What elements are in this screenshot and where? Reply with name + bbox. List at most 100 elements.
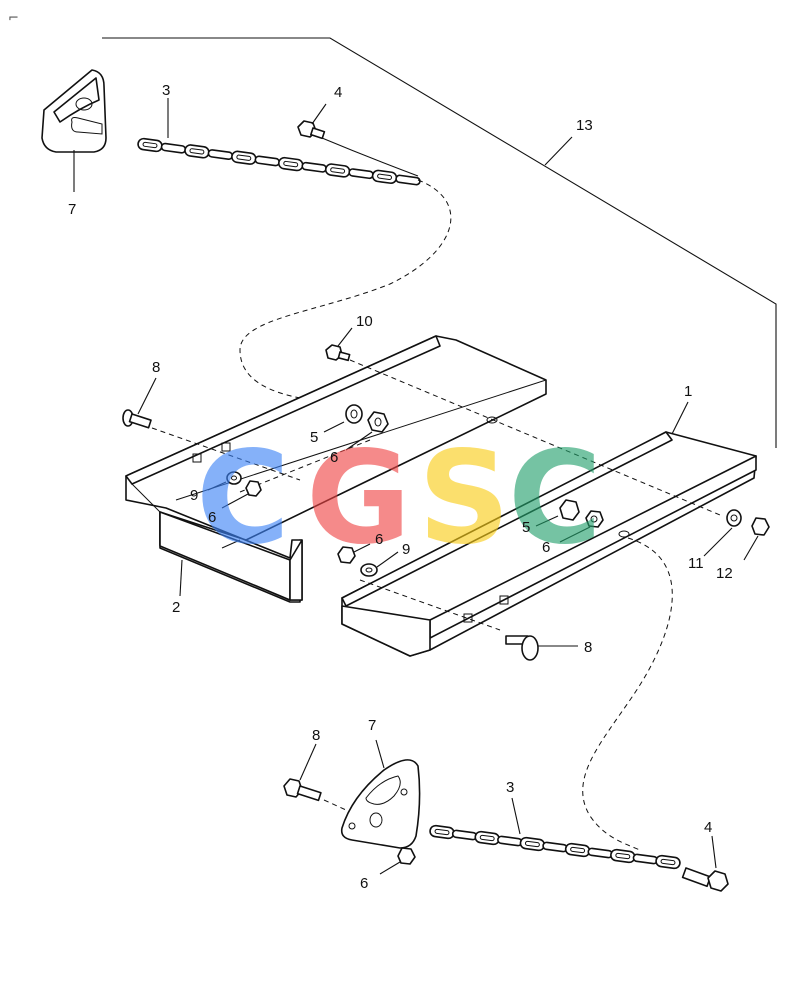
nut-6-left: [245, 480, 262, 497]
leader-4-bottom: [711, 835, 717, 869]
chain-link-hole: [524, 840, 540, 848]
leader-8-left: [137, 377, 157, 415]
chain-link: [371, 169, 398, 184]
leader-4-top: [311, 103, 327, 125]
callout-5-right: 5: [522, 519, 530, 536]
leader-2: [179, 559, 183, 597]
leader-12: [743, 535, 759, 561]
washer-5-left: [345, 404, 363, 424]
watermark-letter-g: G: [306, 424, 411, 573]
callout-7-top: 7: [68, 201, 76, 218]
bolt-8-right: [505, 635, 539, 661]
pan-left: [125, 335, 547, 603]
chain-link-hole: [236, 154, 252, 161]
watermark-letter-c1: C: [196, 424, 290, 573]
chain-link-hole: [570, 846, 586, 854]
washer-9-center: [360, 563, 378, 577]
chain-bottom: [429, 824, 681, 870]
bolt-8-left: [122, 409, 152, 429]
bolt-top-chain-link: [321, 137, 419, 177]
callout-8-bottom: 8: [312, 727, 320, 744]
callout-6-mid-left: 6: [330, 449, 338, 466]
nut-6-mid: [367, 411, 389, 433]
chain-link: [429, 824, 455, 840]
nut-6-center: [337, 546, 356, 564]
leader-10: [337, 327, 353, 347]
chain-link-hole: [283, 160, 299, 168]
dash-8-left: [151, 427, 301, 481]
chain-link: [610, 848, 636, 864]
callout-9-left: 9: [190, 487, 198, 504]
callout-3-top: 3: [162, 82, 170, 99]
callout-9-center: 9: [402, 541, 410, 558]
chain-link-hole: [142, 141, 158, 149]
corner-mark: ⌐: [8, 11, 19, 26]
chain-link: [519, 836, 546, 852]
callout-4-top: 4: [334, 84, 342, 101]
bolt-8-bottom: [283, 778, 322, 802]
leader-3-bottom: [511, 797, 521, 835]
chain-link: [160, 142, 187, 154]
leader-6-center: [353, 543, 371, 553]
callout-13: 13: [576, 117, 593, 134]
leader-5-right: [535, 515, 559, 527]
callout-3-bottom: 3: [506, 779, 514, 796]
watermark: C G S C: [196, 424, 602, 573]
dash-9-center: [359, 579, 501, 631]
callout-8-right: 8: [584, 639, 592, 656]
watermark-letter-c2: C: [508, 424, 602, 573]
chain-link: [655, 854, 681, 870]
leader-13: [544, 136, 573, 166]
chain-link-hole: [615, 852, 631, 860]
chain-link-hole: [330, 167, 346, 174]
bolt-top: [297, 120, 326, 140]
callout-1: 1: [684, 383, 692, 400]
callout-10: 10: [356, 313, 373, 330]
washer-9-left: [226, 471, 242, 485]
callout-2: 2: [172, 599, 180, 616]
nut-12: [751, 517, 770, 536]
leader-9-center: [376, 551, 399, 568]
chain-link: [451, 829, 478, 841]
bolt-bottom: [681, 867, 729, 892]
bracket-top: [41, 69, 107, 153]
bracket-bottom: [340, 759, 421, 849]
callout-4-bottom: 4: [704, 819, 712, 836]
leader-5-left: [323, 421, 345, 433]
chain-link: [301, 161, 327, 173]
chain-link: [137, 137, 163, 153]
leader-8-bottom: [299, 743, 317, 781]
nut-6-right: [585, 510, 604, 528]
chain-link: [564, 842, 591, 858]
nut-6-bottom: [397, 847, 416, 865]
chain-link: [348, 168, 374, 180]
chain-link: [207, 149, 234, 160]
leader-7-bottom: [375, 739, 385, 769]
chain-link: [474, 830, 500, 846]
callout-11: 11: [688, 555, 704, 572]
dash-10: [349, 359, 721, 516]
chain-top: [137, 137, 421, 186]
callout-6-right: 6: [542, 539, 550, 556]
group-bracket-line: [102, 37, 777, 448]
chain-link: [231, 150, 257, 165]
watermark-letter-s: S: [418, 424, 510, 573]
chain-link: [277, 156, 304, 172]
callout-5-left: 5: [310, 429, 318, 446]
leader-6-left: [221, 493, 249, 509]
chain-link-hole: [434, 828, 450, 836]
bolt-10: [325, 344, 351, 362]
callout-7-bottom: 7: [368, 717, 376, 734]
chain-link: [395, 174, 421, 186]
callout-8-left: 8: [152, 359, 160, 376]
callout-12: 12: [716, 565, 733, 582]
leader-6-mid-left: [345, 431, 373, 451]
dash-8-bottom: [323, 799, 347, 811]
cable-top: [239, 179, 452, 399]
washer-11: [726, 509, 742, 527]
chain-link: [184, 144, 210, 159]
cable-bottom: [582, 537, 673, 851]
chain-link-hole: [479, 834, 495, 842]
chain-link: [254, 155, 280, 167]
